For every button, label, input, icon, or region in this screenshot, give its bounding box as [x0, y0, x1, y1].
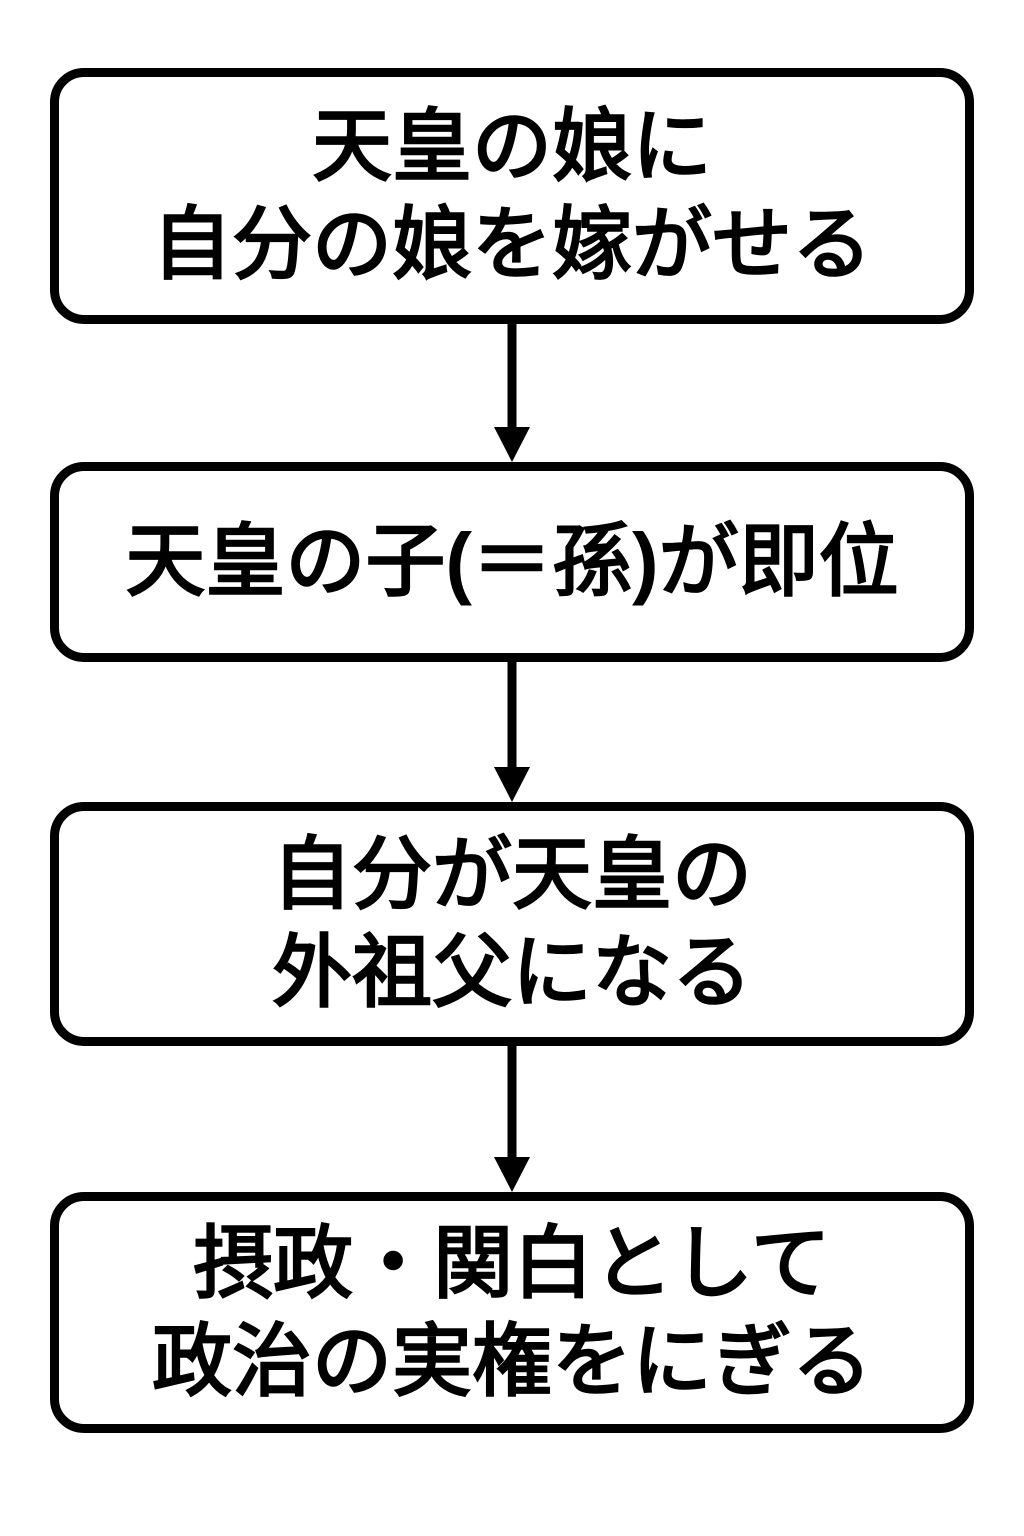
- flow-step-1-line-2: 自分の娘を嫁がせる: [152, 200, 872, 289]
- down-arrow-icon: [494, 324, 530, 462]
- down-arrow-icon: [494, 662, 530, 802]
- flow-step-3-line-2: 外祖父になる: [272, 928, 752, 1017]
- flow-step-3-line-1: 自分が天皇の: [272, 830, 752, 920]
- flow-step-4-line-2: 政治の実権をにぎる: [152, 1316, 872, 1406]
- flow-step-3-box: 自分が天皇の 外祖父になる: [50, 802, 974, 1046]
- flow-step-1-line-1: 天皇の娘に: [312, 102, 712, 192]
- flow-step-4-box: 摂政・関白として 政治の実権をにぎる: [50, 1192, 974, 1433]
- flow-step-1-box: 天皇の娘に 自分の娘を嫁がせる: [50, 68, 974, 324]
- flow-step-2-box: 天皇の子(＝孫)が即位: [50, 462, 974, 662]
- flow-step-4-line-1: 摂政・関白として: [193, 1218, 831, 1308]
- flow-step-2-line-1: 天皇の子(＝孫)が即位: [125, 517, 899, 607]
- down-arrow-icon: [494, 1046, 530, 1192]
